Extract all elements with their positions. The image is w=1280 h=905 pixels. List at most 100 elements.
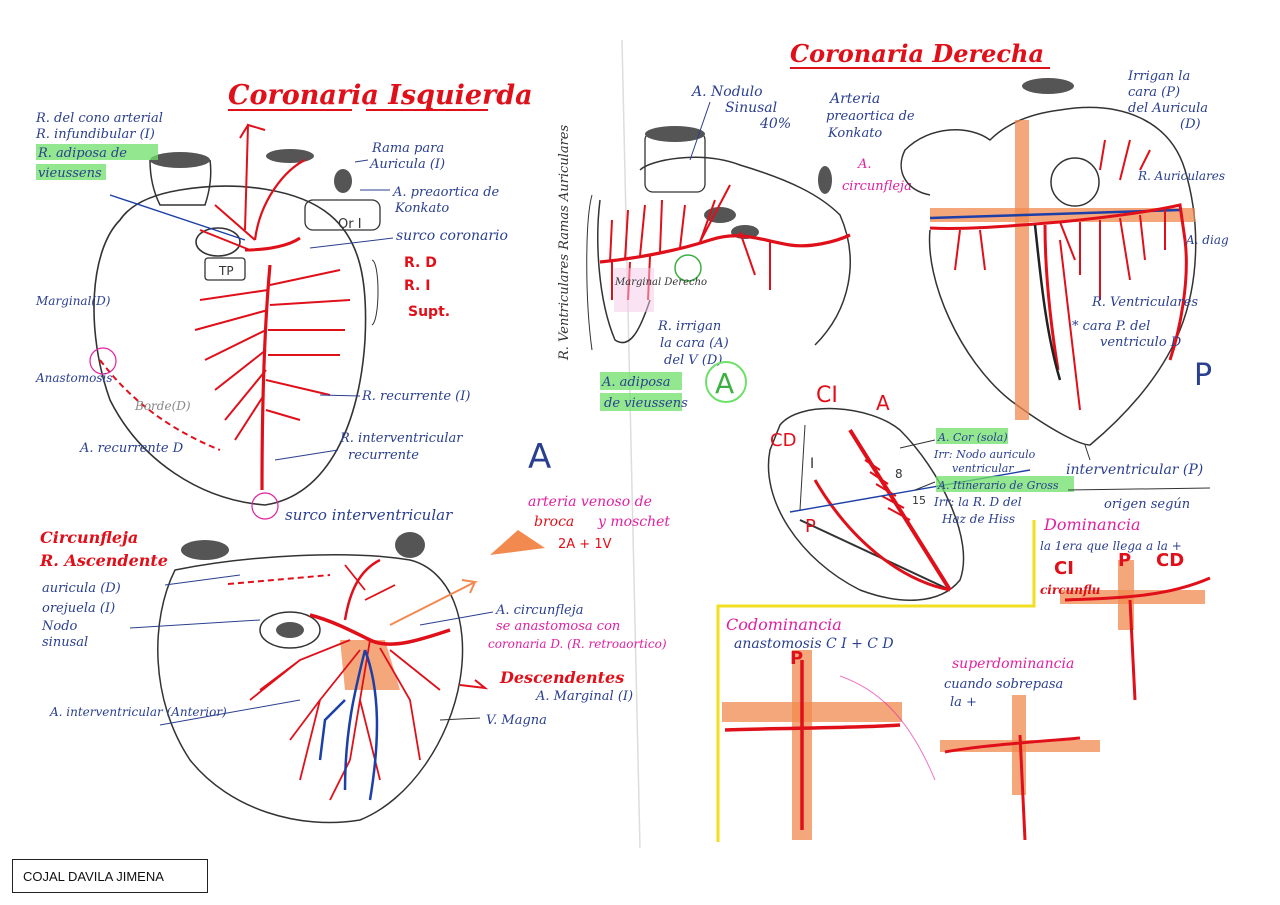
label-del-auricula: del Auricula <box>1128 101 1208 116</box>
label-cd-dom: CD <box>1156 550 1184 571</box>
bottom-black-pointer <box>439 717 481 721</box>
label-coronaria-d: coronaria D. (R. retroaortico) <box>488 637 667 651</box>
marginal-circle <box>674 254 702 282</box>
ptr-interventricular <box>159 699 301 726</box>
bottom-vessel-left <box>181 540 229 560</box>
highlight-adiposa-r <box>600 372 682 390</box>
label-codominancia: Codominancia <box>726 615 842 634</box>
label-ventriculo-d: ventriculo D <box>1100 335 1182 350</box>
dominance-underline <box>1067 487 1211 491</box>
label-r-irrigan: R. irrigan <box>657 319 721 334</box>
septum-hatch <box>864 459 911 521</box>
label-adiposa-r: A. adiposa <box>601 375 670 390</box>
label-la-plus: la + <box>950 695 977 710</box>
red-arrow-up <box>239 123 266 231</box>
label-ci: CI <box>816 383 838 408</box>
bottom-red-dashed <box>227 574 331 585</box>
label-d-paren: (D) <box>1180 117 1201 132</box>
author-box: COJAL DAVILA JIMENA <box>12 859 208 893</box>
blue-line-left <box>109 194 246 241</box>
highlight-vieussens-r <box>600 393 682 411</box>
lad-artery <box>260 264 272 491</box>
septum-labels: CI A CD I P 8 15 A. Cor (sola) Irr: Nodo… <box>770 383 1074 537</box>
left-bottom-labels: Circunfleja R. Ascendente auricula (D) o… <box>39 494 670 728</box>
label-preaortica: A. preaortica de <box>392 185 500 200</box>
label-8: 8 <box>895 467 903 481</box>
label-origen: origen según <box>1104 497 1190 512</box>
label-se-anastomosa: se anastomosa con <box>496 619 620 634</box>
label-recurrente-i: R. recurrente (I) <box>361 389 470 404</box>
label-interventricular-p: interventricular (P) <box>1066 462 1203 478</box>
highlight-itinerario <box>936 476 1074 492</box>
posterior-rca <box>929 203 1188 361</box>
pulmonary-left-top <box>266 149 314 163</box>
label-ri: R. I <box>404 278 430 294</box>
bottom-heart-outline <box>157 554 464 824</box>
label-irrigan: Irrigan la <box>1127 69 1190 84</box>
label-circunflu: circunflu <box>1040 583 1101 597</box>
posterior-cross-vertical <box>1015 120 1029 420</box>
rca-heart-outline <box>597 156 851 346</box>
label-cara-p-del: * cara P. del <box>1072 319 1150 334</box>
label-orejuela: orejuela (I) <box>42 601 115 616</box>
label-supt: Supt. <box>408 304 450 320</box>
left-heart-drawing <box>89 123 381 520</box>
label-auricula-i: Auricula (I) <box>369 157 445 172</box>
label-anastomosis: Anastomosis <box>35 371 113 385</box>
highlight-vieussens <box>36 164 106 180</box>
septum-dark-line <box>799 519 951 591</box>
label-r-auriculares: R. Auriculares <box>1137 169 1225 183</box>
label-a-circunfleja-b: A. circunfleja <box>495 603 583 618</box>
label-sinusal: Sinusal <box>725 100 777 116</box>
label-auricula-d: auricula (D) <box>42 581 121 596</box>
tp-ring <box>195 227 241 257</box>
title-right: Coronaria Derecha <box>790 39 1044 68</box>
title-left: Coronaria Isquierda <box>228 80 533 111</box>
septum-outline <box>767 407 965 601</box>
label-40: 40% <box>759 116 791 132</box>
label-surco-interventricular: surco interventricular <box>285 506 453 524</box>
label-marginal-derecho: Marginal Derecho <box>614 277 707 288</box>
anastomosis-circle <box>89 347 117 375</box>
right-anterior-labels: A. Nodulo Sinusal 40% Arteria preaortica… <box>557 84 915 411</box>
label-ascendente: R. Ascendente <box>39 551 168 570</box>
dominance-drawing <box>716 487 1211 842</box>
label-a-marginal-i: A. Marginal (I) <box>535 689 633 704</box>
bracket-ramas <box>586 194 593 351</box>
label-circunfleja-b: Circunfleja <box>40 528 138 547</box>
posterior-interventricular <box>1043 224 1060 371</box>
bottom-triangle <box>490 530 545 555</box>
posterior-black-line <box>1033 224 1062 381</box>
left-bottom-drawing <box>157 530 545 824</box>
codom-cross-red <box>724 660 901 830</box>
label-nodo-av: Irr: Nodo auriculo <box>933 448 1036 461</box>
marginal-red-left <box>99 359 221 451</box>
label-r-interventricular: R. interventricular <box>339 431 463 446</box>
bottom-red-arrow <box>459 679 489 690</box>
letter-a-circle <box>705 361 747 403</box>
label-or-i: Or I <box>338 217 362 232</box>
aorta-right-top <box>645 126 705 142</box>
bottom-red-circumflex <box>343 558 381 621</box>
ptr-a-circunfleja <box>419 611 494 626</box>
label-irr-rd: Irr: la R. D del <box>933 495 1022 509</box>
label-konkato: Konkato <box>394 201 449 216</box>
super-cross-red <box>944 734 1081 841</box>
label-2a1v: 2A + 1V <box>558 537 612 552</box>
label-descendentes: Descendentes <box>499 668 624 687</box>
label-v-magna: V. Magna <box>486 713 547 728</box>
label-nodulo: A. Nodulo <box>690 84 763 100</box>
marginal-derecho-box <box>614 268 654 312</box>
label-cara-p: cara (P) <box>1128 85 1180 100</box>
bottom-blue-vein <box>318 649 379 801</box>
label-nodo-b: Nodo <box>41 619 78 634</box>
circumflex-left <box>253 159 306 241</box>
septum-pointer-2 <box>914 481 936 491</box>
label-haz-hiss: Haz de Hiss <box>941 512 1015 526</box>
label-a-sep: A <box>876 391 890 415</box>
label-adiposa: R. adiposa de <box>37 146 127 161</box>
bottom-red-branches <box>249 564 441 801</box>
label-infundibular: R. infundibular (I) <box>35 127 155 142</box>
label-circunfleja-r: circunfleja <box>842 179 912 194</box>
label-p-sep: P <box>805 516 816 537</box>
